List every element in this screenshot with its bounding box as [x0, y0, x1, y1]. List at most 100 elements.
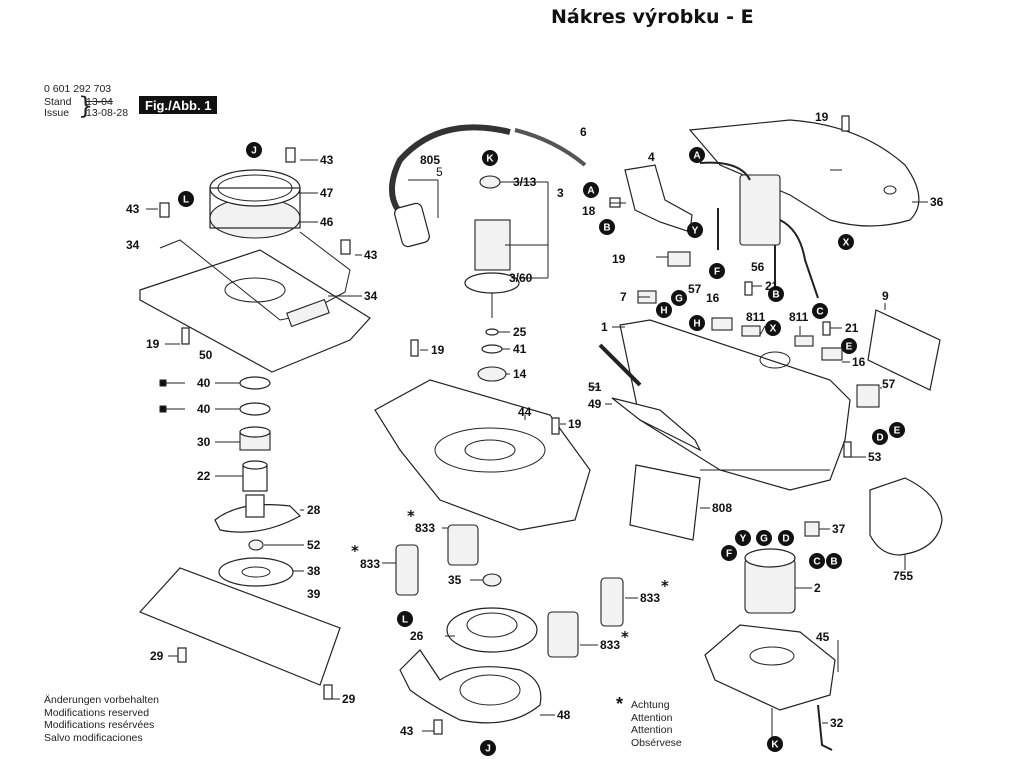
svg-text:H: H	[693, 319, 700, 330]
counterweight-28	[214, 504, 301, 533]
part-label: 43	[320, 153, 334, 167]
small-parts-right	[598, 251, 941, 541]
part-label: 38	[307, 564, 321, 578]
part-label: 1	[601, 320, 608, 334]
part-label: 7	[620, 290, 627, 304]
svg-text:A: A	[693, 151, 700, 162]
connector-J-icon: K	[767, 736, 783, 752]
note-line: Änderungen vorbehalten	[44, 694, 160, 706]
part-label: 805	[420, 153, 440, 167]
part-label: 833	[600, 638, 620, 652]
part-label: 833	[640, 591, 660, 605]
part-label: 4	[648, 150, 655, 164]
svg-text:B: B	[603, 223, 610, 234]
fan-and-guard	[399, 573, 542, 735]
connector-Y-icon: Y	[687, 222, 703, 238]
svg-text:B: B	[830, 557, 837, 568]
part-label: 46	[320, 215, 334, 229]
connector-C-icon: C	[812, 303, 828, 319]
connector-X-icon: X	[838, 234, 854, 250]
connector-L-icon: L	[178, 191, 194, 207]
part-label: 21	[845, 321, 859, 335]
connector-C-icon: C	[809, 553, 825, 569]
base-plate-50	[139, 249, 371, 373]
connector-D-icon: D	[778, 530, 794, 546]
svg-text:L: L	[402, 615, 408, 626]
star-icon: *	[351, 542, 359, 560]
note-line: Modifications resérvées	[44, 719, 155, 731]
star-icon: *	[621, 628, 629, 646]
seal-symbol-icon	[159, 379, 185, 413]
part-label: 6	[580, 125, 587, 139]
connector-K-icon: J	[480, 740, 496, 756]
part-label: 3	[557, 186, 564, 200]
part-label: 755	[893, 569, 913, 583]
part-label: 3/13	[513, 175, 537, 189]
part-label: 44	[518, 405, 532, 419]
part-label: 43	[364, 248, 378, 262]
capacitor-56	[699, 161, 819, 299]
connector-F-icon: F	[721, 545, 737, 561]
legend-line: Achtung	[631, 699, 670, 711]
attention-stars: * * * *	[351, 507, 669, 646]
connector-E-icon: E	[841, 338, 857, 354]
figure-label: Fig./Abb. 1	[139, 96, 218, 114]
note-line: Modifications reserved	[44, 706, 150, 719]
svg-text:D: D	[876, 433, 883, 444]
svg-text:J: J	[485, 744, 491, 755]
part-label: 36	[930, 195, 944, 209]
connector-bullets: J L K A B A Y X F G B C H H X E D E Y G …	[178, 142, 905, 756]
connector-A-icon: A	[583, 182, 599, 198]
bottom-cover-45	[704, 624, 836, 751]
part-label: 9	[882, 289, 889, 303]
svg-text:J: J	[251, 146, 257, 157]
screw-43	[159, 202, 170, 218]
motor-housing-1	[619, 319, 851, 491]
connector-G-icon: G	[756, 530, 772, 546]
label-808	[629, 464, 701, 541]
part-label: 2	[814, 581, 821, 595]
part-label: 26	[410, 629, 424, 643]
part-label: 43	[126, 202, 140, 216]
part-label: 48	[557, 708, 571, 722]
part-label: 41	[513, 342, 527, 356]
part-label: 30	[197, 435, 211, 449]
svg-text:D: D	[782, 534, 789, 545]
svg-text:G: G	[675, 294, 683, 305]
connector-E-icon: E	[889, 422, 905, 438]
part-label: 19	[612, 252, 626, 266]
connector-B-icon: B	[826, 553, 842, 569]
part-label: 57	[688, 282, 702, 296]
svg-text:C: C	[813, 557, 820, 568]
svg-text:Y: Y	[740, 534, 747, 545]
screw-19	[181, 327, 190, 345]
part-label: 28	[307, 503, 321, 517]
connector-F-icon: F	[709, 263, 725, 279]
sanding-plate-39	[138, 567, 341, 686]
part-labels: 805 5 6 3/13 3 3/60 4 18 19 36 43 47 46 …	[126, 110, 944, 738]
armature-3	[464, 175, 520, 382]
part-label: 53	[868, 450, 882, 464]
part-number: 0 601 292 703	[44, 83, 112, 95]
connector-D-icon: D	[872, 429, 888, 445]
part-label: 833	[360, 557, 380, 571]
housing-44	[374, 339, 591, 531]
part-label: 57	[882, 377, 896, 391]
svg-text:A: A	[587, 186, 594, 197]
connector-H-icon: H	[656, 302, 672, 318]
connector-X-icon: X	[765, 320, 781, 336]
svg-text:K: K	[771, 740, 779, 751]
svg-text:L: L	[183, 195, 189, 206]
part-label: 25	[513, 325, 527, 339]
part-label: 29	[342, 692, 356, 706]
connector-A-icon: A	[689, 147, 705, 163]
part-label: 49	[588, 397, 602, 411]
part-label: 40	[197, 402, 211, 416]
plug	[394, 202, 430, 248]
rear-cover-36	[688, 115, 920, 227]
dust-bag-755	[869, 477, 943, 556]
part-label: 14	[513, 367, 527, 381]
page-title: Nákres výrobku - E	[551, 6, 754, 28]
svg-text:X: X	[843, 238, 850, 249]
connector-K-icon: J	[246, 142, 262, 158]
